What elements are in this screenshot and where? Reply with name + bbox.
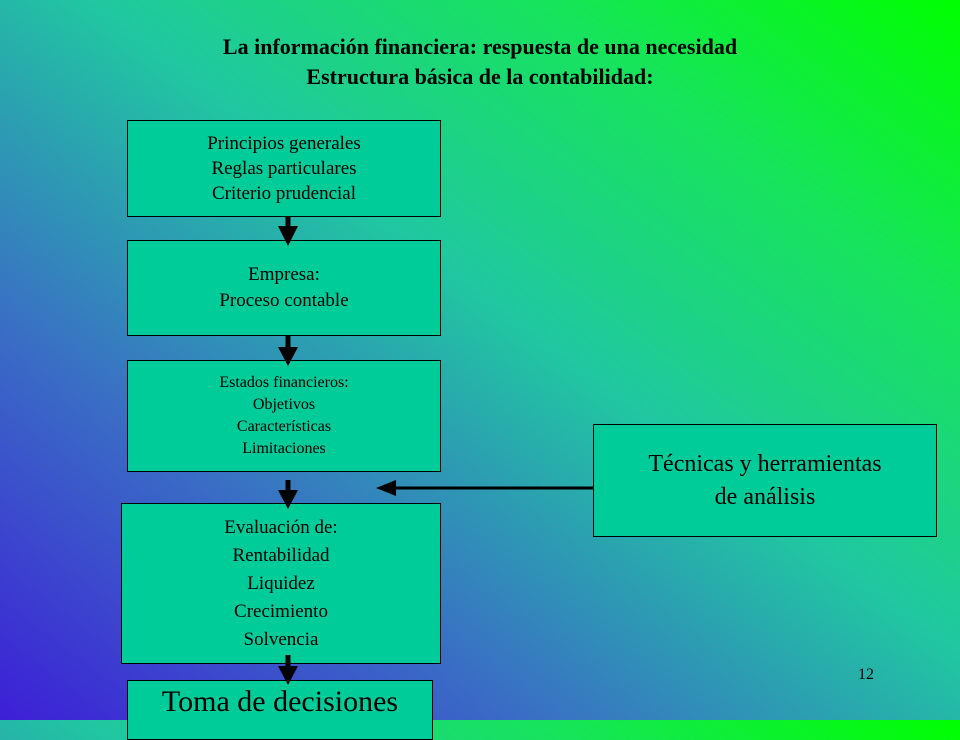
box-evaluacion: Evaluación de: Rentabilidad Liquidez Cre…: [121, 503, 441, 664]
box-empresa-line-2: Proceso contable: [219, 290, 349, 311]
arrow-empresa-to-estados: [278, 336, 298, 366]
box-principios-line-1: Principios generales: [207, 133, 361, 154]
box-estados-line-1: Estados financieros:: [219, 374, 349, 391]
page-number: 12: [858, 666, 874, 683]
box-principios-line-2: Reglas particulares: [211, 158, 357, 179]
box-tecnicas-line-2: de análisis: [714, 483, 816, 510]
box-tecnicas: Técnicas y herramientas de análisis: [593, 424, 937, 537]
box-evaluacion-line-4: Crecimiento: [234, 600, 328, 622]
arrow-evaluacion-to-toma: [278, 655, 298, 685]
arrow-tecnicas-to-evaluacion: [376, 480, 593, 496]
box-empresa: Empresa: Proceso contable: [127, 240, 441, 336]
box-estados-financieros: Estados financieros: Objetivos Caracterí…: [127, 360, 441, 472]
box-empresa-line-1: Empresa:: [248, 264, 320, 285]
box-evaluacion-line-1: Evaluación de:: [224, 516, 338, 538]
arrow-estados-to-evaluacion: [278, 480, 298, 509]
slide-subtitle: Estructura básica de la contabilidad:: [306, 64, 654, 89]
box-estados-line-2: Objetivos: [252, 396, 316, 413]
box-principios: Principios generales Reglas particulares…: [127, 120, 441, 217]
slide-title: La información financiera: respuesta de …: [222, 34, 738, 59]
arrow-principios-to-empresa: [278, 217, 298, 246]
box-evaluacion-line-2: Rentabilidad: [232, 544, 330, 566]
box-toma-label: Toma de decisiones: [161, 685, 399, 718]
box-estados-line-3: Características: [236, 418, 332, 435]
box-estados-line-4: Limitaciones: [242, 440, 326, 457]
box-evaluacion-line-5: Solvencia: [243, 628, 319, 650]
box-tecnicas-line-1: Técnicas y herramientas: [648, 450, 882, 477]
connector-arrows: [278, 217, 593, 685]
box-principios-line-3: Criterio prudencial: [211, 183, 357, 204]
box-evaluacion-line-3: Liquidez: [247, 572, 315, 594]
